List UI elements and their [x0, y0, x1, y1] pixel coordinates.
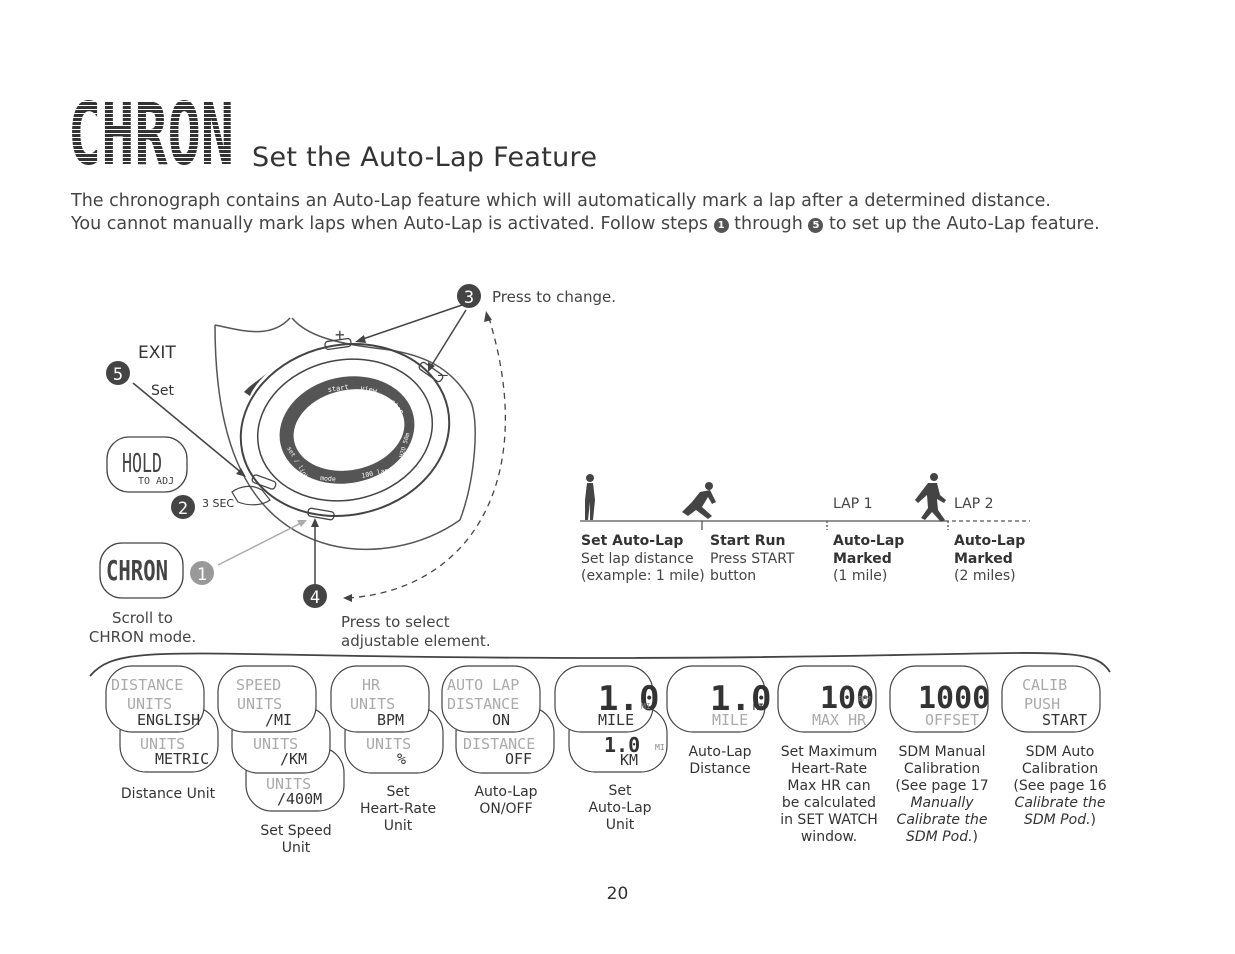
- caption-auto-lap-onoff: Auto-Lap ON/OFF: [474, 784, 538, 817]
- intro-line-2: You cannot manually mark laps when Auto-…: [71, 214, 1100, 234]
- hr-b1: UNITS: [366, 735, 411, 753]
- lap-2-label: LAP 2: [954, 496, 994, 512]
- speed-l2: UNITS: [237, 695, 282, 713]
- set-label: Set: [151, 383, 174, 399]
- hr-l1: HR: [362, 676, 381, 694]
- speed-c2: /400M: [277, 790, 322, 808]
- hr-l2: UNITS: [350, 695, 395, 713]
- autolap-l2: DISTANCE: [447, 695, 519, 713]
- step-1-badge: 1: [197, 565, 207, 585]
- lapunit-b2: KM: [620, 751, 638, 769]
- caption-auto-lap-distance: Auto-Lap Distance: [688, 744, 752, 777]
- sdmm-l3: OFFSET: [925, 711, 979, 729]
- autolap-b1: DISTANCE: [463, 735, 535, 753]
- plus-sign: +: [335, 325, 345, 344]
- caption-distance-unit: Distance Unit: [120, 786, 216, 802]
- timeline-item-2: Start Run Press START button: [710, 533, 795, 584]
- exit-label: EXIT: [138, 343, 176, 363]
- sdma-l1: CALIB: [1022, 676, 1067, 694]
- dist-l1: DISTANCE: [111, 676, 183, 694]
- bezel-start: start: [327, 383, 349, 394]
- caption-speed-unit: Set Speed Unit: [260, 823, 332, 856]
- press-to-select: Press to select adjustable element.: [341, 613, 491, 650]
- chron-lcd: CHRON: [106, 554, 168, 587]
- caption-sdm-manual: SDM Manual Calibration (See page 17 Manu…: [895, 744, 989, 845]
- lapunit-unit: MI: [641, 702, 651, 711]
- running-runner-icon: [682, 482, 716, 519]
- chron-logo-text: CHRON: [68, 94, 234, 168]
- lapunit-big: 1.0: [598, 679, 659, 719]
- intro-text: The chronograph contains an Auto-Lap fea…: [71, 190, 1100, 236]
- bezel-view: view: [360, 384, 379, 395]
- step-2-badge: 2: [178, 499, 188, 519]
- timeline-item-3: Auto-Lap Marked (1 mile): [833, 533, 905, 584]
- hold-lcd-line2: TO ADJ: [138, 476, 174, 487]
- lapunit-b-unit: MI: [655, 743, 665, 752]
- dist-l3: ENGLISH: [137, 711, 200, 729]
- speed-c1: UNITS: [266, 775, 311, 793]
- press-to-change: Press to change.: [492, 288, 617, 306]
- hr-b2: %: [397, 750, 406, 768]
- maxhr-unit: BPM: [858, 695, 871, 703]
- step-5-badge: 5: [113, 365, 123, 385]
- step-1-icon: 1: [713, 218, 729, 233]
- sdma-l2: PUSH: [1024, 695, 1060, 713]
- standing-runner-icon: [585, 474, 595, 520]
- lapdist-l3: MILE: [712, 711, 748, 729]
- caption-auto-lap-unit: Set Auto-Lap Unit: [588, 783, 652, 833]
- lap-1-label: LAP 1: [833, 496, 873, 512]
- dist-l2: UNITS: [127, 695, 172, 713]
- bezel-mode: mode: [320, 474, 336, 483]
- hold-lcd-line1: HOLD: [122, 449, 162, 479]
- page-title: Set the Auto-Lap Feature: [252, 142, 598, 173]
- maxhr-big: 100: [820, 681, 874, 716]
- step-3-badge: 3: [464, 288, 474, 308]
- timeline-item-4: Auto-Lap Marked (2 miles): [954, 533, 1026, 584]
- sdmm-big: 1000: [918, 681, 990, 716]
- autolap-l1: AUTO LAP: [447, 676, 519, 694]
- step-4-badge: 4: [310, 588, 320, 608]
- autolap-l3: ON: [492, 711, 510, 729]
- speed-b1: UNITS: [253, 735, 298, 753]
- caption-sdm-auto: SDM Auto Calibration (See page 16 Calibr…: [1013, 744, 1107, 828]
- running-runner-2-icon: [915, 473, 946, 522]
- dist-b1: UNITS: [140, 735, 185, 753]
- timeline-item-1: Set Auto-Lap Set lap distance (example: …: [581, 533, 705, 584]
- speed-l3: /MI: [265, 711, 292, 729]
- autolap-b2: OFF: [505, 750, 532, 768]
- sdma-l3: START: [1042, 711, 1087, 729]
- speed-b2: /KM: [280, 750, 307, 768]
- hr-l3: BPM: [377, 711, 404, 729]
- dist-b2: METRIC: [155, 750, 209, 768]
- caption-hr-unit: Set Heart-Rate Unit: [359, 784, 437, 834]
- lapunit-b-big: 1.0: [604, 733, 640, 757]
- page-number: 20: [606, 884, 629, 904]
- intro-line-1: The chronograph contains an Auto-Lap fea…: [71, 191, 1051, 211]
- three-sec-label: 3 SEC: [202, 497, 235, 510]
- caption-max-hr: Set Maximum Heart-Rate Max HR can be cal…: [780, 744, 878, 845]
- minus-sign: –: [438, 365, 448, 384]
- step-5-icon: 5: [808, 218, 824, 233]
- lapdist-big: 1.0: [710, 679, 771, 719]
- lapunit-l3: MILE: [598, 711, 634, 729]
- speed-l1: SPEED: [236, 676, 281, 694]
- chron-logo: CHRON: [68, 94, 234, 168]
- scroll-to-chron: Scroll to CHRON mode.: [88, 609, 197, 646]
- maxhr-l3: MAX HR: [812, 711, 867, 729]
- lapdist-unit: MI: [753, 703, 764, 713]
